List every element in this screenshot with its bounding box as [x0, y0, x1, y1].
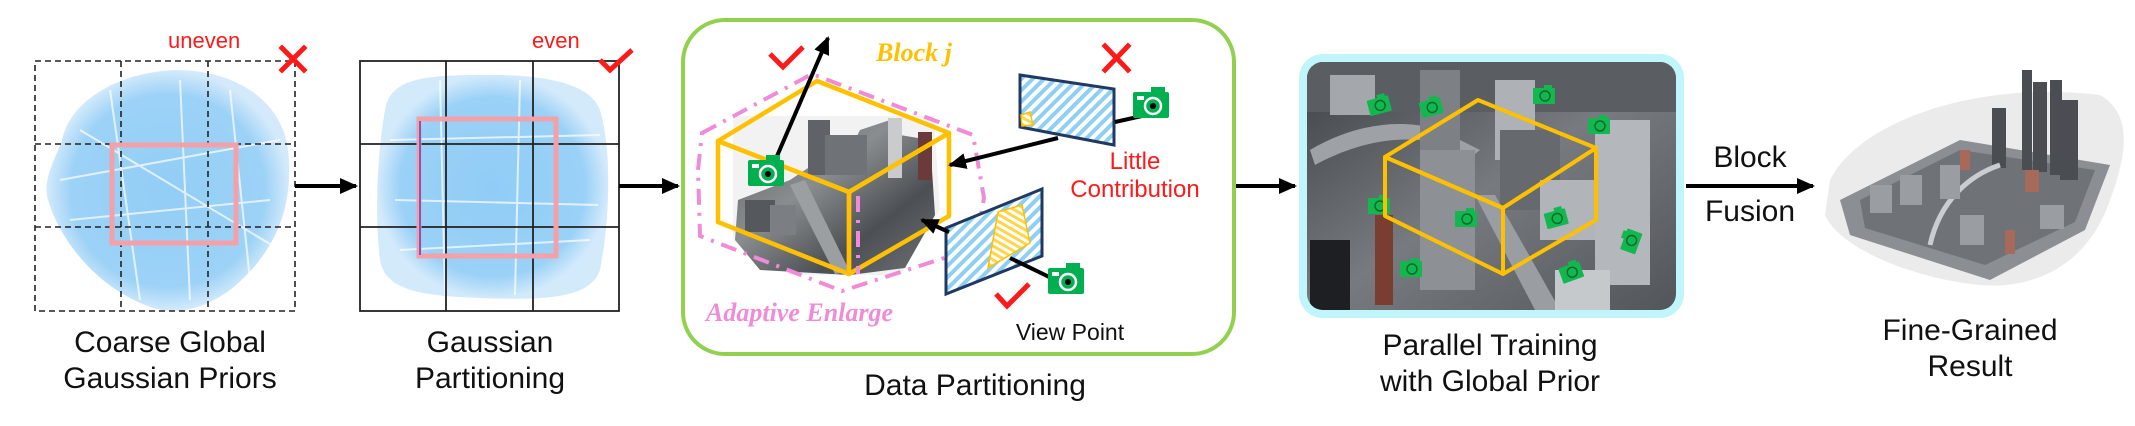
coarse-caption: Coarse Global Gaussian Priors: [20, 325, 320, 397]
cross-mark-little: [1101, 42, 1132, 74]
block-fusion-bottom-label: Fusion: [1704, 195, 1796, 228]
result-caption-line-1: Fine-Grained: [1882, 314, 2058, 347]
block-j-label: Block j: [876, 38, 952, 67]
parallel-training-panel: [1299, 54, 1684, 318]
data-partitioning-panel: [681, 18, 1236, 356]
result-caption: Fine-Grained Result: [1820, 313, 2120, 385]
parallel-training-caption: Parallel Training with Global Prior: [1340, 328, 1640, 400]
view-point-label: View Point: [1015, 319, 1125, 345]
data-partitioning-frame: [681, 18, 1236, 356]
parallel-training-caption-line-2: with Global Prior: [1379, 365, 1601, 398]
partition-block-highlight: [416, 116, 559, 259]
little-contribution-line-1: Little: [1109, 148, 1161, 175]
check-mark-even: [598, 48, 634, 74]
check-mark-view-point: [994, 282, 1031, 310]
even-grid: [359, 60, 620, 312]
parallel-training-caption-line-1: Parallel Training: [1382, 329, 1598, 362]
result-caption-line-2: Result: [1927, 350, 2013, 383]
data-partitioning-caption: Data Partitioning: [864, 369, 1086, 402]
gaussian-partitioning-caption-line-1: Gaussian: [426, 326, 554, 359]
training-block-cuboid: [1383, 98, 1598, 276]
coarse-priors-panel: [34, 44, 308, 312]
little-contribution-line-2: Contribution: [1070, 176, 1200, 203]
coarse-caption-line-1: Coarse Global: [74, 326, 266, 359]
gaussian-partitioning-caption-line-2: Partitioning: [414, 362, 566, 395]
adaptive-enlarge-label: Adaptive Enlarge: [706, 298, 894, 327]
coarse-caption-line-2: Gaussian Priors: [63, 362, 277, 395]
camera-direction-arrow: [772, 36, 830, 164]
block-j-cuboid: [715, 78, 952, 277]
camera-icon-view-point: [1046, 261, 1086, 296]
ray-little-contribution: [948, 136, 1059, 169]
partition-point-cloud: [377, 74, 609, 299]
block-fusion-top-label: Block: [1713, 141, 1787, 174]
coarse-point-cloud: [46, 70, 290, 311]
little-contribution-label: Little Contribution: [1060, 148, 1210, 204]
ray-view-point: [920, 218, 950, 234]
camera-icon-little: [1131, 85, 1171, 120]
even-annotation: even: [532, 28, 580, 53]
result-panel: [1825, 70, 2124, 286]
cross-mark-uneven: [278, 44, 308, 74]
uneven-annotation: uneven: [168, 28, 241, 53]
block-city-image: [733, 116, 940, 275]
view-plane-little-contribution: [1018, 73, 1116, 147]
check-mark-block-camera: [768, 45, 805, 71]
gaussian-partitioning-caption: Gaussian Partitioning: [340, 325, 640, 397]
coarse-block-highlight: [109, 142, 239, 246]
gaussian-partitioning-panel: [359, 48, 634, 312]
training-city-image: [1307, 62, 1676, 310]
